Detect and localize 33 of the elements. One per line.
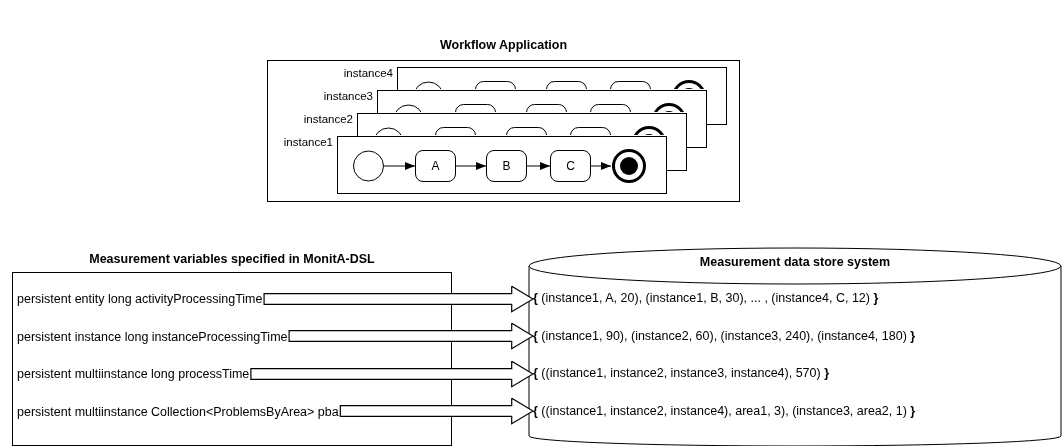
instance-label: instance2 xyxy=(303,113,353,126)
store-title: Measurement data store system xyxy=(699,255,891,269)
data-record: { (instance1, 90), (instance2, 60), (instance3, 240), (instance4, 180) } xyxy=(533,327,916,344)
arrow xyxy=(590,162,612,170)
activity-box: A xyxy=(415,150,456,182)
variable-declaration: persistent entity long activityProcessingTime xyxy=(17,291,263,307)
end-event-circle xyxy=(611,148,647,184)
variable-declaration: persistent multiinstance long processTime xyxy=(17,366,250,382)
variable-declaration: persistent instance long instanceProcessingTime xyxy=(17,328,288,345)
activity-box: B xyxy=(486,150,527,182)
arrow xyxy=(383,162,416,170)
activity-box xyxy=(506,125,547,135)
instance-label: instance3 xyxy=(323,90,373,103)
instance-label: instance4 xyxy=(343,67,393,80)
activity-box xyxy=(590,102,631,112)
activity-box xyxy=(546,79,587,89)
activity-box xyxy=(435,125,476,135)
activity-box xyxy=(570,125,611,135)
panel-title: Measurement variables specified in MonitA-DSL xyxy=(89,252,375,266)
activity-box xyxy=(475,79,516,89)
arrow xyxy=(526,162,551,170)
activity-box xyxy=(610,79,651,89)
activity-box xyxy=(526,102,567,112)
data-record: { ((instance1, instance2, instance4), area1, 3), (instance3, area2, 1) } xyxy=(533,402,916,419)
activity-box xyxy=(455,102,496,112)
group-title: Workflow Application xyxy=(439,38,568,52)
data-record: { ((instance1, instance2, instance3, instance4), 570) } xyxy=(533,365,830,381)
variable-declaration: persistent multiinstance Collection<ProblemsByArea> pba xyxy=(17,403,339,420)
instance-label: instance1 xyxy=(283,136,333,149)
data-record: { (instance1, A, 20), (instance1, B, 30), ... , (instance4, C, 12) } xyxy=(533,290,879,306)
activity-box: C xyxy=(550,150,591,182)
start-event-circle xyxy=(353,148,384,184)
arrow xyxy=(455,162,487,170)
